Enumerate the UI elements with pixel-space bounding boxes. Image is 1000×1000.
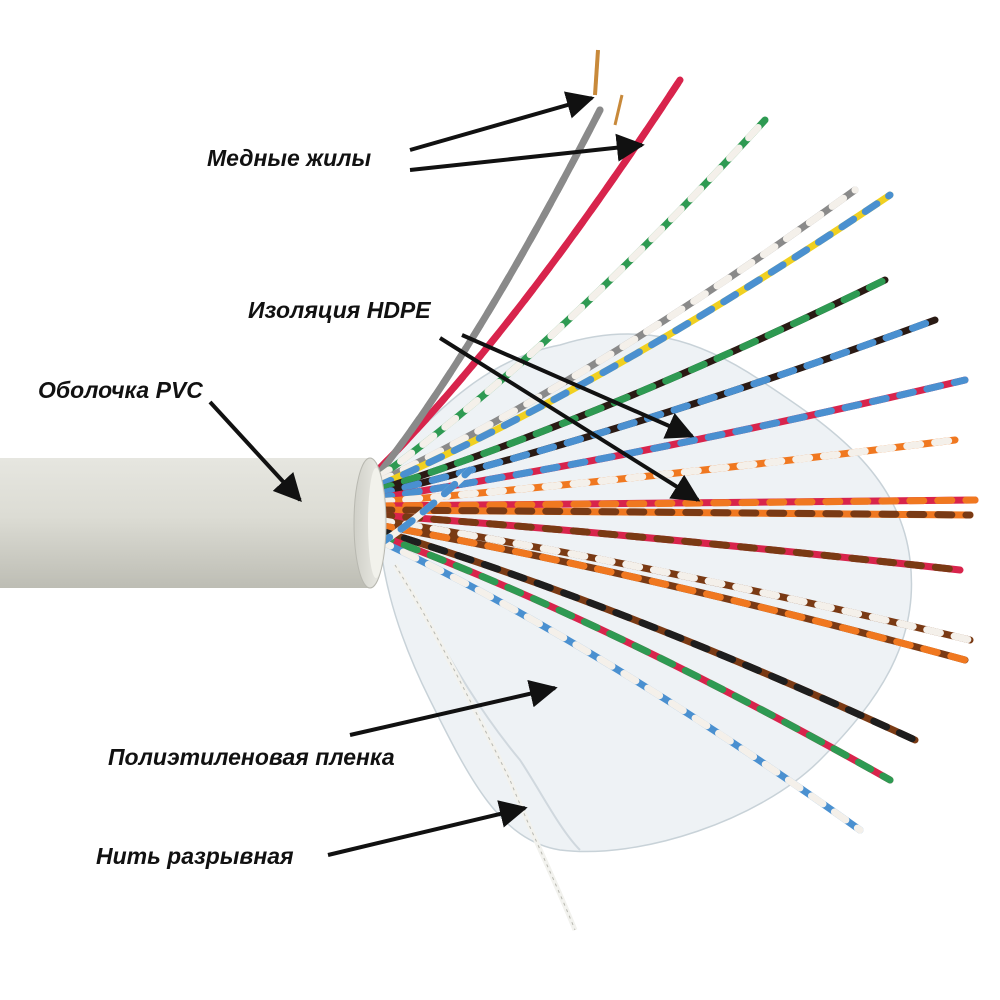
copper-conductors (593, 49, 624, 126)
arrow-pvc (208, 400, 302, 503)
rip-cord-label: Нить разрывная (96, 843, 294, 869)
wire-4-b (374, 186, 859, 486)
arrow-copper-1 (409, 91, 595, 152)
arrow-hdpe-1 (461, 333, 695, 439)
wire-1-b (374, 76, 684, 474)
wire-3-b (374, 116, 769, 482)
arrow-copper-2 (409, 133, 645, 172)
annotation-arrows (208, 91, 701, 857)
wire-15-b (374, 526, 919, 744)
pvc-sheath-label: Оболочка PVC (38, 377, 203, 403)
arrow-rip-cord (327, 800, 528, 857)
wire-5-b (374, 191, 894, 490)
wire-2-a (374, 106, 604, 479)
arrow-film (349, 679, 558, 737)
wire-14-b (374, 521, 969, 664)
copper-conductors-label: Медные жилы (207, 145, 372, 171)
arrow-hdpe-2 (438, 336, 701, 502)
wire-17-b (374, 536, 864, 834)
wire-11-b (374, 506, 974, 519)
wire-9-b (374, 436, 959, 506)
polyethylene-film-label: Полиэтиленовая пленка (108, 744, 395, 770)
wire-13-b (374, 516, 974, 644)
rip-cord-outline (394, 564, 576, 931)
wire-16-b (374, 531, 894, 784)
wire-6-b (374, 276, 889, 494)
wire-7-a (374, 316, 939, 498)
pvc-sheath (0, 457, 387, 589)
wire-10-b (374, 496, 979, 510)
wire-8-b (374, 376, 969, 502)
hdpe-insulation-label: Изоляция HDPE (248, 297, 431, 323)
wire-12-b (374, 511, 964, 574)
wire-18-b (374, 466, 474, 549)
insulated-twisted-pairs (374, 76, 979, 834)
